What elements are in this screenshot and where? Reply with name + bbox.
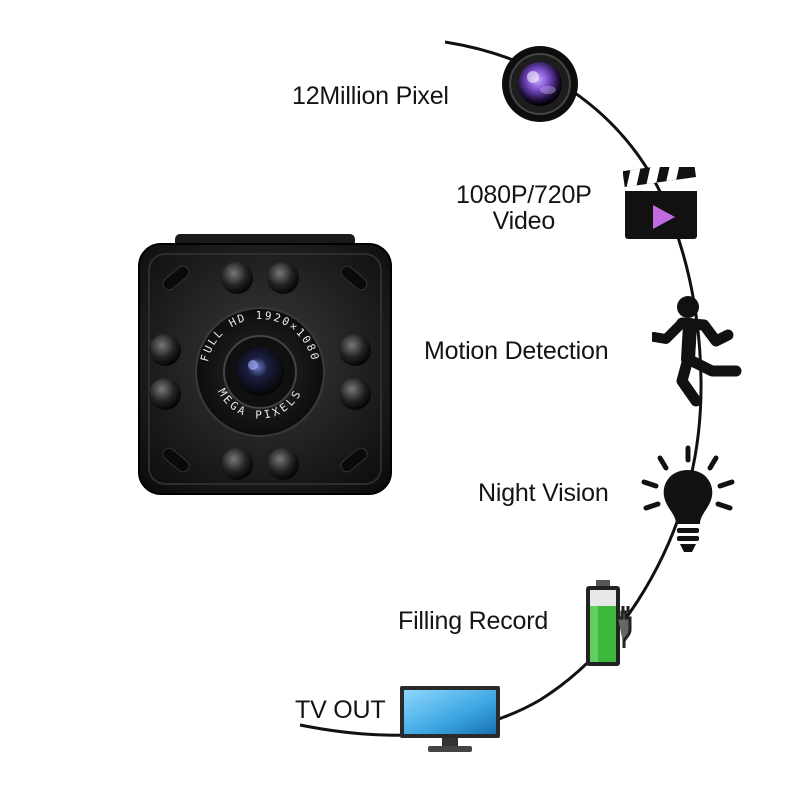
camera-lens-icon bbox=[502, 46, 578, 122]
feature-label-line: Motion Detection bbox=[424, 337, 609, 365]
running-person-icon bbox=[652, 296, 742, 407]
feature-label-tvout: TV OUT bbox=[295, 696, 386, 724]
feature-label-line: TV OUT bbox=[295, 696, 386, 724]
mini-camera-product: FULL HD 1920×1080 MEGA PIXELS bbox=[138, 234, 392, 495]
monitor-icon bbox=[400, 686, 500, 752]
battery-charging-icon bbox=[586, 580, 632, 666]
clapperboard-icon bbox=[623, 167, 697, 239]
feature-label-night: Night Vision bbox=[478, 480, 609, 506]
feature-label-line: 1080P/720P bbox=[456, 181, 592, 209]
light-bulb-icon bbox=[641, 445, 735, 552]
feature-label-filling: Filling Record bbox=[398, 608, 548, 634]
feature-label-line: Video bbox=[492, 207, 556, 235]
feature-label-line: Filling Record bbox=[398, 607, 549, 635]
feature-label-line: 12Million Pixel bbox=[292, 82, 449, 110]
feature-label-video: 1080P/720P Video bbox=[456, 182, 592, 234]
feature-label-line: Night Vision bbox=[478, 479, 609, 507]
feature-label-megapixel: 12Million Pixel bbox=[292, 83, 449, 109]
feature-label-motion: Motion Detection bbox=[424, 337, 609, 365]
